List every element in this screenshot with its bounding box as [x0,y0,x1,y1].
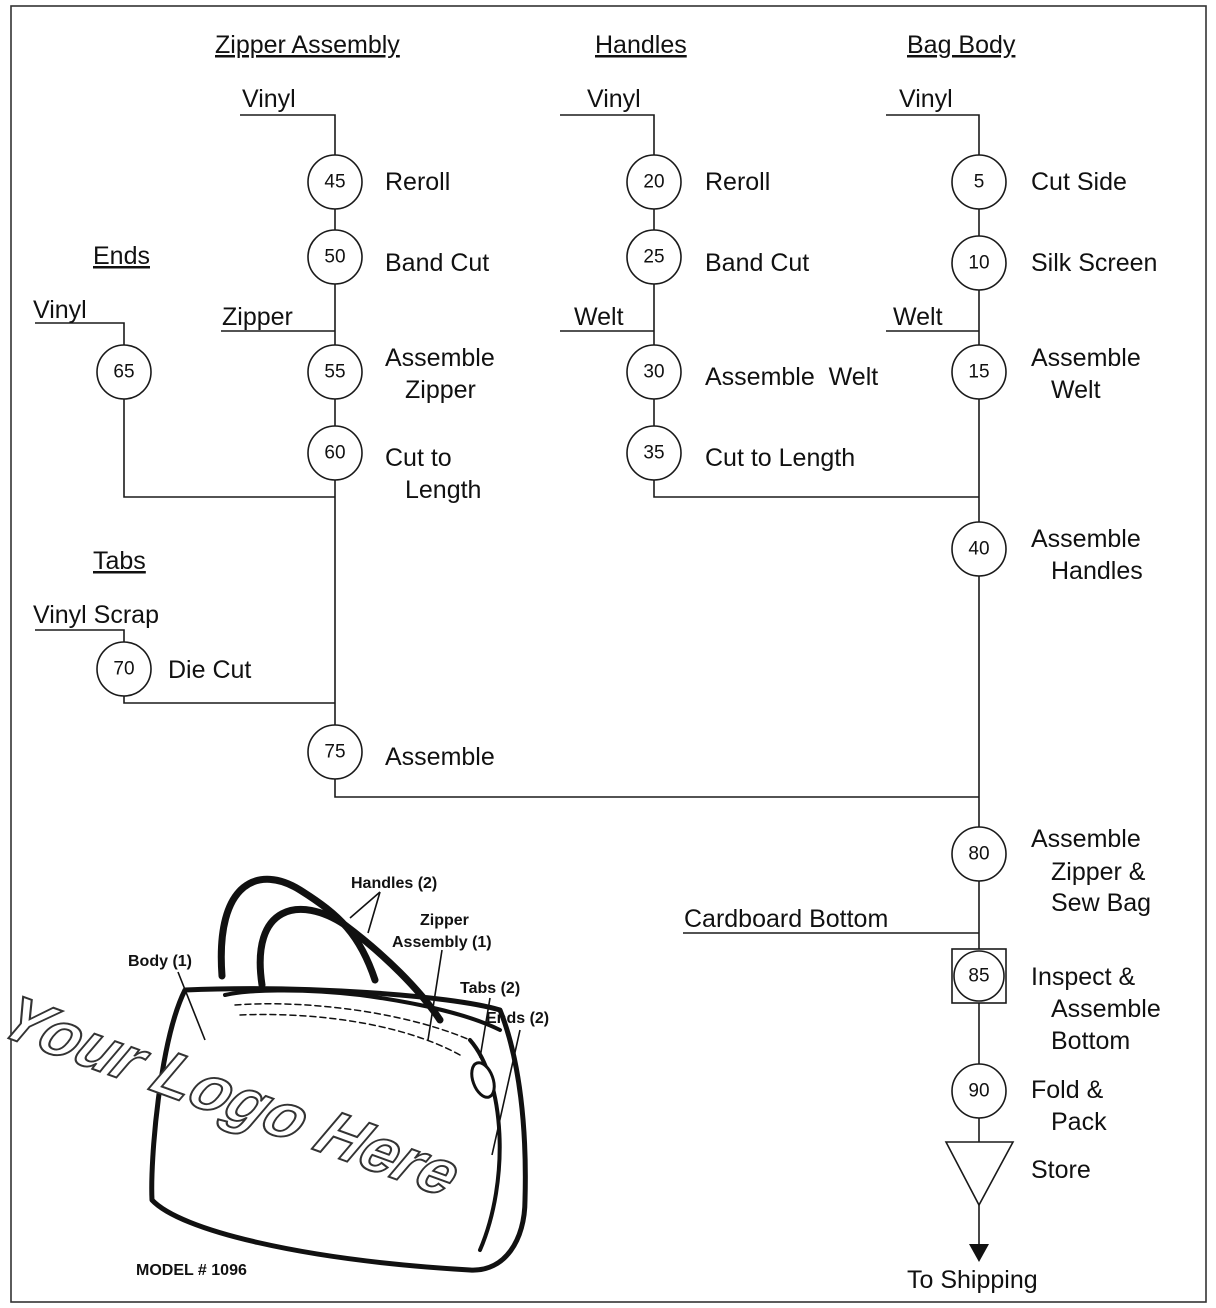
header-handles: Handles [595,31,687,59]
operation-label: Sew Bag [1051,889,1151,917]
operation-label: Reroll [385,168,450,196]
operation-label: Pack [1051,1108,1107,1136]
callout-zipper-line2: Assembly (1) [392,934,492,951]
operation-label: Assemble [1031,344,1141,372]
operation-label: Assemble [385,344,495,372]
operation-number: 45 [324,172,345,193]
operation-label: Die Cut [168,656,251,684]
operation-number: 55 [324,362,345,383]
operation-number: 75 [324,742,345,763]
operation-number: 20 [643,172,664,193]
operation-number: 85 [968,966,989,987]
material-vinyl: Vinyl [899,85,953,113]
operation-35: 35 Cut to Length [627,426,855,480]
operation-label: Cut to [385,444,452,472]
operation-10: 10 Silk Screen [952,236,1157,290]
zipper-top [225,990,500,1030]
operation-label: Assemble [1031,825,1141,853]
material-vinyl: Vinyl [587,85,641,113]
operation-label: Length [405,476,481,504]
operation-85: 85 Inspect & Assemble Bottom [952,949,1161,1055]
model-number: MODEL # 1096 [136,1262,247,1279]
header-bag-body: Bag Body [907,31,1016,59]
operation-5: 5 Cut Side [952,155,1127,209]
operation-75: 75 Assemble [308,725,495,779]
callout-body: Body (1) [128,953,192,970]
callout-zipper-line1: Zipper [420,912,469,929]
operation-label: Inspect & [1031,963,1136,991]
operation-label: Cut Side [1031,168,1127,196]
operation-70: 70 Die Cut [97,642,251,696]
operation-80: 80 Assemble Zipper & Sew Bag [952,825,1151,917]
operation-20: 20 Reroll [627,155,770,209]
operation-number: 5 [974,172,985,193]
arrow-head [969,1244,989,1262]
material-vinyl: Vinyl [33,296,87,324]
operation-25: 25 Band Cut [627,230,809,284]
operation-label: Assemble [1031,525,1141,553]
callout-ends: Ends (2) [486,1010,549,1027]
operation-number: 60 [324,443,345,464]
operation-60: 60 Cut to Length [308,426,481,504]
operation-number: 10 [968,253,989,274]
bag-illustration: Your Logo Here Handles (2) Zipper Assemb… [0,875,549,1279]
material-zipper: Zipper [222,303,293,331]
operation-45: 45 Reroll [308,155,450,209]
operation-number: 90 [968,1081,989,1102]
operation-label: Band Cut [705,249,809,277]
header-ends: Ends [93,242,150,270]
operation-number: 80 [968,844,989,865]
material-vinyl: Vinyl [242,85,296,113]
zipper-pull [467,1060,498,1101]
operation-label: Cut to Length [705,444,855,472]
header-tabs: Tabs [93,547,146,575]
operation-40: 40 Assemble Handles [952,522,1143,585]
operation-30: 30 Assemble Welt [627,345,878,399]
operation-number: 30 [643,362,664,383]
storage-triangle: Store [946,1142,1091,1205]
operation-number: 25 [643,247,664,268]
operation-label: Assemble [1051,995,1161,1023]
material-cardboard-bottom: Cardboard Bottom [684,905,888,933]
operation-label: Welt [1051,376,1101,404]
logo-placeholder: Your Logo Here [0,983,474,1209]
operation-65: 65 [97,345,151,399]
operation-label: Assemble [385,743,495,771]
material-vinyl-scrap: Vinyl Scrap [33,601,159,629]
operation-label: Reroll [705,168,770,196]
operation-15: 15 Assemble Welt [952,344,1141,404]
operation-number: 15 [968,362,989,383]
operation-label: Zipper & [1051,858,1146,886]
operation-label: Handles [1051,557,1143,585]
operation-label: Silk Screen [1031,249,1157,277]
operation-label: Bottom [1051,1027,1130,1055]
operation-label: Fold & [1031,1076,1104,1104]
operation-90: 90 Fold & Pack [952,1064,1107,1136]
operation-number: 35 [643,443,664,464]
material-welt: Welt [893,303,943,331]
operation-label: Band Cut [385,249,489,277]
operation-number: 65 [113,362,134,383]
storage-label: Store [1031,1156,1091,1184]
destination-label: To Shipping [907,1266,1038,1294]
callout-tabs: Tabs (2) [460,980,520,997]
material-welt: Welt [574,303,624,331]
operation-number: 70 [113,659,134,680]
operation-55: 55 Assemble Zipper [308,344,495,404]
operation-label: Zipper [405,376,476,404]
operation-label: Assemble Welt [705,363,878,391]
callout-handles: Handles (2) [351,875,437,892]
operation-50: 50 Band Cut [308,230,489,284]
operation-number: 50 [324,247,345,268]
header-zipper-assembly: Zipper Assembly [215,31,400,59]
operation-number: 40 [968,539,989,560]
